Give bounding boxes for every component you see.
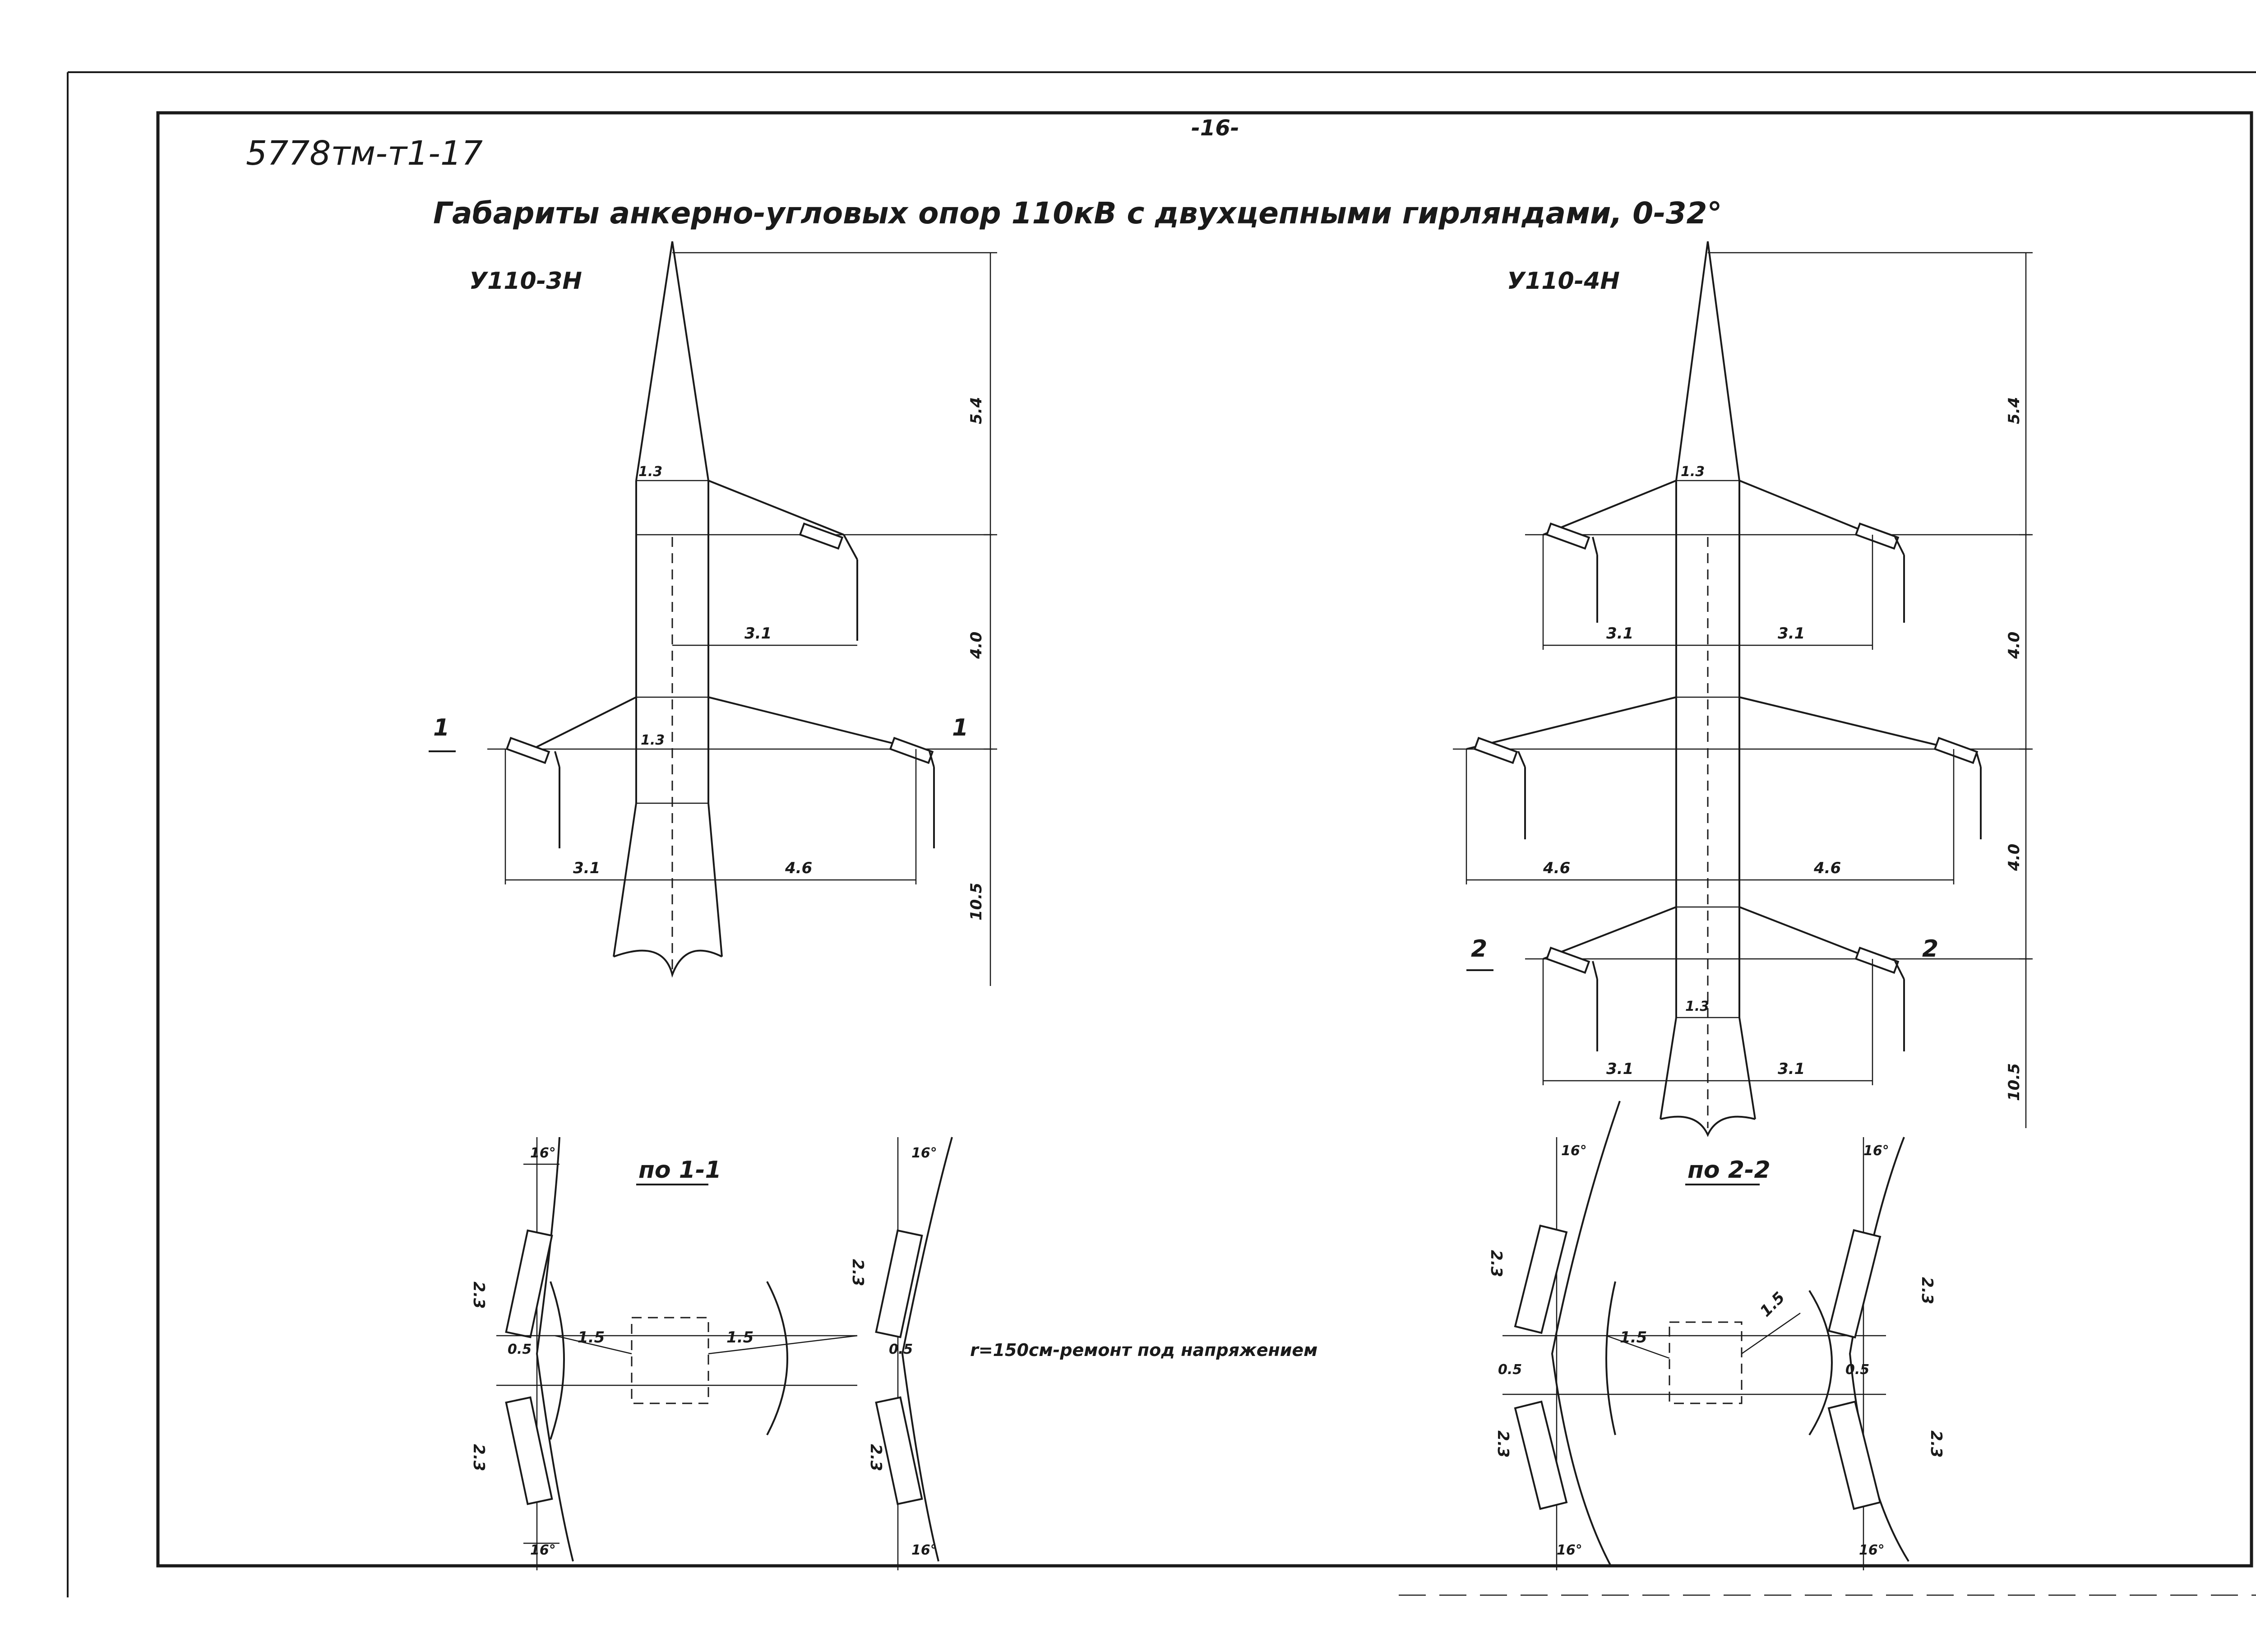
sec2-string-len-br: 2.3	[1927, 1430, 1945, 1458]
dim-right-width-upper: 1.3	[1681, 464, 1705, 480]
dim-right-height-top: 5.4	[2005, 397, 2023, 424]
dim-right-height-lower: 4.0	[2005, 844, 2023, 871]
dim-left-height-mid: 4.0	[967, 632, 985, 659]
sec2-angle-top-left: 16°	[1561, 1143, 1587, 1159]
dim-left-arm-lower-right: 4.6	[785, 859, 812, 877]
sec1-string-len-bl: 2.3	[470, 1444, 488, 1471]
dim-right-width-lower: 1.3	[1685, 999, 1709, 1014]
sec1-spacing-left: 0.5	[508, 1342, 532, 1357]
insulator-right-mid-left	[1473, 736, 1526, 839]
dim-right-arm-mid-right: 4.6	[1813, 859, 1841, 877]
sheet-code: 5778тм-т1-17	[246, 134, 483, 173]
sec1-radius-left: 1.5	[578, 1328, 605, 1347]
dim-right-arm-low-left: 3.1	[1606, 1060, 1633, 1078]
dim-left-arm-upper-right: 3.1	[744, 625, 772, 643]
dim-right-arm-low-right: 3.1	[1778, 1060, 1805, 1078]
sec1-angle-top-left: 16°	[530, 1145, 556, 1161]
insulator-left-lower-right	[889, 736, 935, 848]
sheet-title: Габариты анкерно-угловых опор 110кВ с дв…	[433, 196, 1722, 231]
section-mark-2-left: 2	[1471, 935, 1487, 963]
sec2-string-len-tr: 2.3	[1918, 1277, 1936, 1304]
sec2-string-len-tl: 2.3	[1487, 1250, 1505, 1277]
repair-note: r=150см-ремонт под напряжением	[970, 1340, 1318, 1360]
dim-right-arm-upper-left: 3.1	[1606, 625, 1633, 643]
dim-left-arm-lower-left: 3.1	[573, 859, 600, 877]
tower-left: У110-3Н	[429, 241, 997, 986]
sec2-angle-bottom-left: 16°	[1557, 1542, 1582, 1558]
insulator-right-low-left	[1545, 946, 1598, 1051]
sec1-string-len-tr: 2.3	[849, 1259, 867, 1286]
sec1-radius-right: 1.5	[726, 1328, 754, 1347]
insulator-left-upper	[799, 522, 858, 641]
section-mark-1-right: 1	[952, 714, 968, 741]
tower-right: У110-4Н	[1453, 241, 2033, 1137]
section-2-2: по 2-2 16° 16° 16° 16° 2.3 2.3 2.3 2.3 0…	[1487, 1101, 1945, 1570]
dim-right-height-upper: 4.0	[2005, 632, 2023, 659]
dim-left-width-upper: 1.3	[638, 464, 662, 480]
sec1-spacing-right: 0.5	[889, 1342, 913, 1357]
sec2-angle-top-right: 16°	[1863, 1143, 1889, 1159]
dim-left-height-top: 5.4	[967, 397, 985, 424]
dim-right-arm-upper-right: 3.1	[1778, 625, 1805, 643]
sec2-spacing-right: 0.5	[1845, 1362, 1869, 1378]
sec1-string-len-br: 2.3	[867, 1444, 885, 1471]
section-2-2-label: по 2-2	[1687, 1157, 1771, 1184]
dim-right-arm-mid-left: 4.6	[1543, 859, 1570, 877]
sec2-spacing-left: 0.5	[1498, 1362, 1522, 1378]
insulator-right-upper-left	[1545, 522, 1598, 623]
sec1-angle-bottom-right: 16°	[911, 1542, 937, 1558]
insulator-right-low-right	[1854, 946, 1905, 1051]
section-mark-1-left: 1	[433, 714, 449, 741]
sec2-radius-left: 1.5	[1620, 1328, 1647, 1347]
sec1-angle-bottom-left: 16°	[530, 1542, 556, 1558]
insulator-left-lower-left	[505, 736, 560, 848]
sec1-string-len-tl: 2.3	[470, 1282, 488, 1309]
sheet-frame	[67, 71, 2256, 1597]
insulator-right-upper-right	[1854, 522, 1905, 623]
dim-left-height-bottom: 10.5	[967, 883, 985, 921]
sec2-angle-bottom-right: 16°	[1859, 1542, 1885, 1558]
dim-left-width-lower: 1.3	[641, 732, 665, 748]
tower-left-name: У110-3Н	[469, 268, 582, 295]
section-mark-2-right: 2	[1922, 935, 1938, 963]
sec2-string-len-bl: 2.3	[1494, 1430, 1512, 1458]
dim-right-height-bottom: 10.5	[2005, 1063, 2023, 1101]
sec1-angle-top-right: 16°	[911, 1145, 937, 1161]
section-1-1-label: по 1-1	[638, 1157, 721, 1184]
tower-right-name: У110-4Н	[1507, 268, 1620, 295]
section-1-1: по 1-1 16° 16° 16° 16° 2.3 2.3 2.3 2.3 0…	[470, 1137, 953, 1570]
sec2-radius-right: 1.5	[1757, 1288, 1789, 1320]
page-number: -16-	[1191, 116, 1239, 141]
insulator-right-mid-right	[1933, 736, 1982, 839]
